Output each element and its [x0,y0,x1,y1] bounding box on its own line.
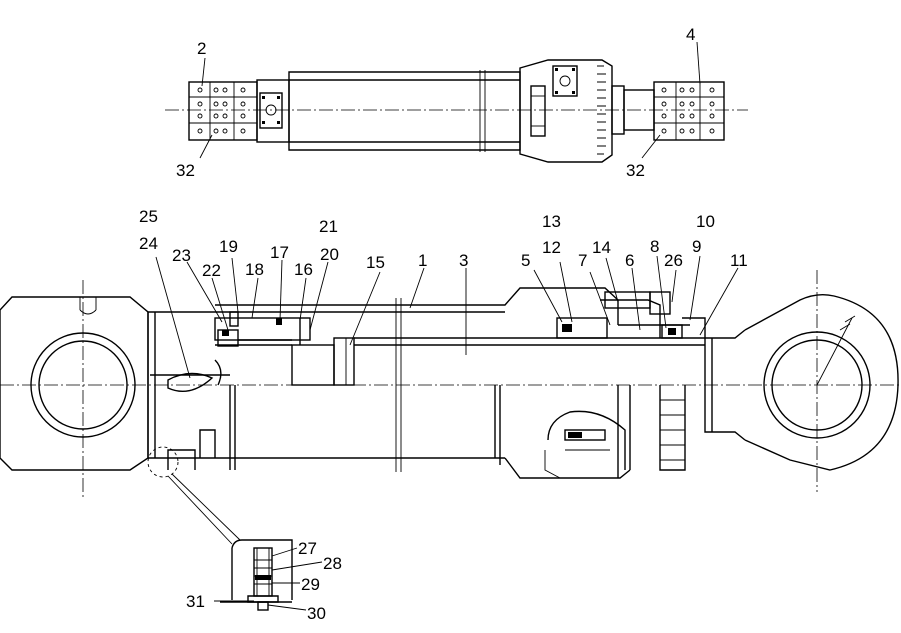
part-label-24: 24 [139,234,158,253]
detail-callout [147,446,241,545]
bottom-clevis [0,296,230,471]
part-label-2: 2 [197,39,206,58]
rod-eye [704,293,899,471]
part-label-11: 11 [730,251,748,270]
part-label-31: 31 [186,592,205,611]
part-label-12: 12 [542,238,561,257]
top-left-mount [188,79,290,143]
leader-lines [155,41,739,611]
part-label-22: 22 [202,261,221,280]
part-label-28: 28 [323,554,342,573]
top-tube [288,70,521,152]
part-label-4: 4 [686,25,695,44]
part-label-16: 16 [294,260,313,279]
top-gland-head [519,59,613,163]
top-view [165,59,748,163]
part-label-19: 19 [219,237,238,256]
part-label-27: 27 [298,539,317,558]
part-label-18: 18 [245,260,264,279]
part-label-15: 15 [366,253,385,272]
detail-view [220,539,293,611]
part-label-29: 29 [301,575,320,594]
part-label-1: 1 [418,251,427,270]
part-label-25: 25 [139,207,158,226]
piston-rod [354,337,705,465]
part-labels: 2 4 32 32 25 24 23 22 19 18 17 16 21 20 … [139,25,748,623]
part-label-30: 30 [307,604,326,623]
part-label-14: 14 [592,238,611,257]
section-view [0,270,901,611]
part-label-9: 9 [692,237,701,256]
part-label-10: 10 [696,212,715,231]
part-label-5: 5 [521,251,530,270]
part-label-26: 26 [664,251,683,270]
part-label-21: 21 [319,217,338,236]
piston [214,311,355,386]
part-label-7: 7 [578,251,587,270]
cylinder-tube [215,287,631,479]
gland [544,291,706,479]
part-label-13: 13 [542,212,561,231]
part-label-32-left: 32 [176,161,195,180]
part-label-3: 3 [459,251,468,270]
part-label-32-right: 32 [626,161,645,180]
part-label-6: 6 [625,251,634,270]
part-label-8: 8 [650,237,659,256]
part-label-20: 20 [320,245,339,264]
part-label-23: 23 [172,246,191,265]
part-label-17: 17 [270,243,289,262]
top-right-mount [653,81,725,141]
